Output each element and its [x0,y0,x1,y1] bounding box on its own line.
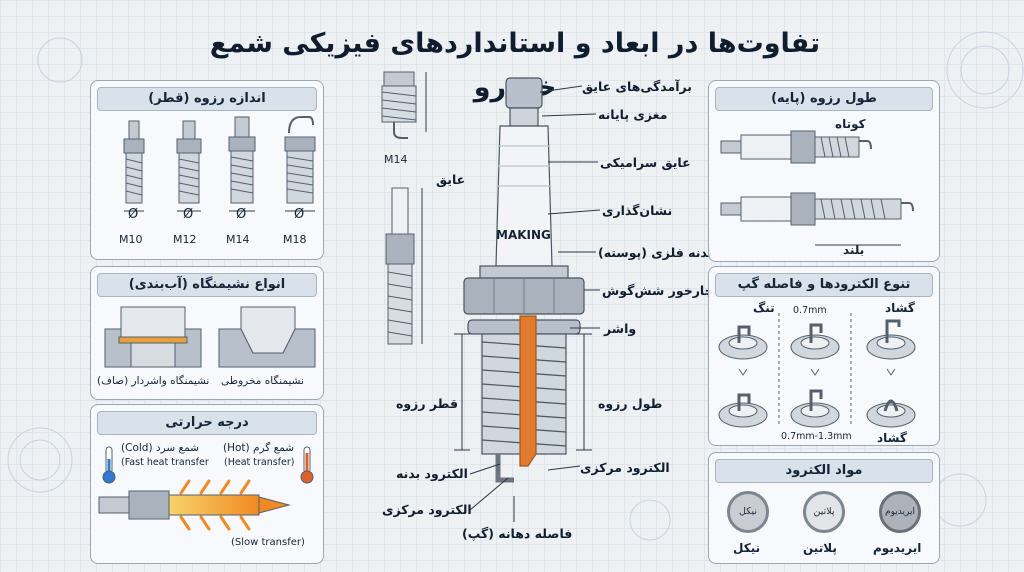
gap-narrow-label: تنگ [753,301,775,315]
making-label: MAKING [496,228,551,242]
callout-marking: نشان‌گذاری [602,203,673,218]
thermometer-cold-icon [102,446,116,484]
material-label-iridium: ایریدیوم [873,541,922,555]
material-label-platinum: پلاتین [803,541,837,555]
gap-wide-label: گشاد [885,301,915,315]
diameter-symbol: Ø [128,207,139,222]
material-badge-text: نیکل [739,506,757,517]
cold-title: شمع سرد (Cold) [121,442,199,454]
callout-ribs: برآمدگی‌های عایق [582,79,692,94]
size-label-m18: M18 [283,233,307,246]
small-plug-label: M14 [384,153,408,166]
seat-types-header: انواع نشیمنگاه (آب‌بندی) [97,273,317,297]
callout-thread-length: طول رزوه [598,396,663,411]
seat-flat-label: نشیمنگاه واشردار (صاف) [97,375,210,387]
hot-title: شمع گرم (Hot) [223,442,295,454]
reach-header: طول رزوه (پایه) [715,87,933,111]
small-plug-top [381,71,427,139]
slow-transfer-label: (Slow transfer) [231,537,305,548]
gap-range-label: 0.7mm-1.3mm [781,431,852,442]
diameter-symbol: Ø [236,207,247,222]
seat-diagrams [104,306,316,368]
main-spark-plug [463,77,585,483]
callout-ground-electrode: الکترود بدنه [396,466,468,481]
callout-hex: آچارخور شش‌گوش [602,283,718,298]
electrodes-header: تنوع الکترودها و فاصله گپ [715,273,933,297]
gap-wide-label-2: گشاد [877,431,907,445]
material-label-nickel: نیکل [733,541,761,555]
heat-range-panel: درجه حرارتی شمع سرد (Cold) (Fast heat tr… [90,404,324,564]
callout-gap: فاصله دهانه (گپ) [462,526,573,541]
thread-size-panel: اندازه رزوه (قطر) Ø Ø Ø [90,80,324,260]
diameter-symbol: Ø [294,207,305,222]
thread-size-plugs [123,116,316,212]
seat-types-panel: انواع نشیمنگاه (آب‌بندی) نشیمنگاه واشردا… [90,266,324,400]
reach-panel: طول رزوه (پایه) کوتاه بلند [708,80,940,262]
callout-shell: بدنه فلزی (پوسته) [598,245,713,260]
heat-flow-plug [98,479,291,531]
callout-terminal: مغزی پایانه [598,107,668,122]
reach-long-label: بلند [843,243,865,257]
seat-conical-label: نشیمنگاه مخروطی [221,375,304,387]
material-badge-platinum: پلاتین [803,491,845,533]
material-badge-text: پلاتین [813,506,835,517]
callout-thread-dia: قطر رزوه [396,396,459,411]
electrode-tips [718,313,916,428]
diameter-symbol: Ø [183,207,194,222]
material-badge-text: ایریدیوم [885,507,915,517]
callout-center-electrode-right: الکترود مرکزی [580,460,670,475]
material-badge-iridium: ایریدیوم [879,491,921,533]
size-label-m10: M10 [119,233,143,246]
hot-sub: (Heat transfer) [224,457,295,468]
size-label-m12: M12 [173,233,197,246]
gap-small-label: 0.7mm [793,305,827,316]
callout-washer: واشر [604,321,637,336]
small-plug-side [385,187,423,345]
heat-range-header: درجه حرارتی [97,411,317,435]
reach-short-label: کوتاه [835,117,866,131]
callout-insulator: عایق سرامیکی [600,155,691,170]
reach-label: عایق [436,172,466,187]
materials-panel: مواد الکترود نیکل پلاتین ایریدیوم نیکل پ… [708,452,940,564]
thread-size-header: اندازه رزوه (قطر) [97,87,317,111]
cold-sub: (Fast heat transfer [121,457,209,468]
reach-plugs [720,130,914,246]
materials-header: مواد الکترود [715,459,933,483]
size-label-m14: M14 [226,233,250,246]
thermometer-hot-icon [300,446,314,484]
callout-center-electrode-left: الکترود مرکزی [382,502,472,517]
material-badge-nickel: نیکل [727,491,769,533]
electrodes-panel: تنوع الکترودها و فاصله گپ تنگ 0.7mm گشاد… [708,266,940,446]
